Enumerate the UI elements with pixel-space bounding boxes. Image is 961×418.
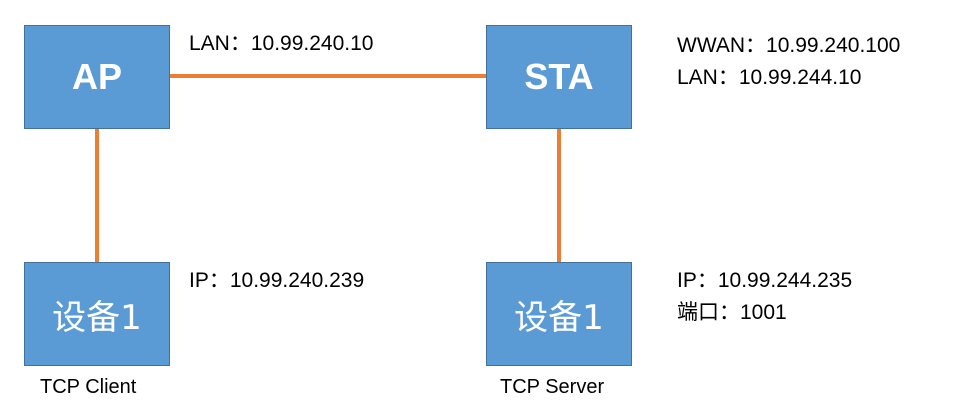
server-port: 端口：1001 [677, 301, 787, 324]
tcp-server-caption: TCP Server [500, 376, 605, 398]
ap-node: AP [24, 25, 170, 129]
sta-node: STA [486, 25, 632, 129]
client-ip-annotation: IP：10.99.240.239 [189, 265, 364, 297]
sta-wwan-address: WWAN：10.99.240.100 [677, 34, 901, 57]
sta-address-annotation: WWAN：10.99.240.100 LAN：10.99.244.10 [677, 30, 900, 94]
server-ip-address: IP：10.99.244.235 [677, 269, 853, 292]
sta-node-label: STA [524, 56, 594, 97]
sta-lan-address: LAN：10.99.244.10 [677, 66, 862, 89]
ap-lan-address: LAN：10.99.240.10 [189, 32, 374, 55]
client-device-label: 设备1 [52, 297, 142, 338]
ap-client-link [95, 129, 99, 262]
tcp-client-caption: TCP Client [40, 376, 137, 398]
ap-lan-annotation: LAN：10.99.240.10 [189, 28, 373, 60]
client-device-node: 设备1 [24, 262, 170, 366]
server-address-annotation: IP：10.99.244.235 端口：1001 [677, 265, 852, 329]
sta-server-link [557, 129, 561, 262]
client-ip-address: IP：10.99.240.239 [189, 269, 365, 292]
ap-node-label: AP [71, 56, 122, 97]
server-device-label: 设备1 [514, 297, 604, 338]
server-device-node: 设备1 [486, 262, 632, 366]
ap-sta-link [170, 74, 486, 78]
